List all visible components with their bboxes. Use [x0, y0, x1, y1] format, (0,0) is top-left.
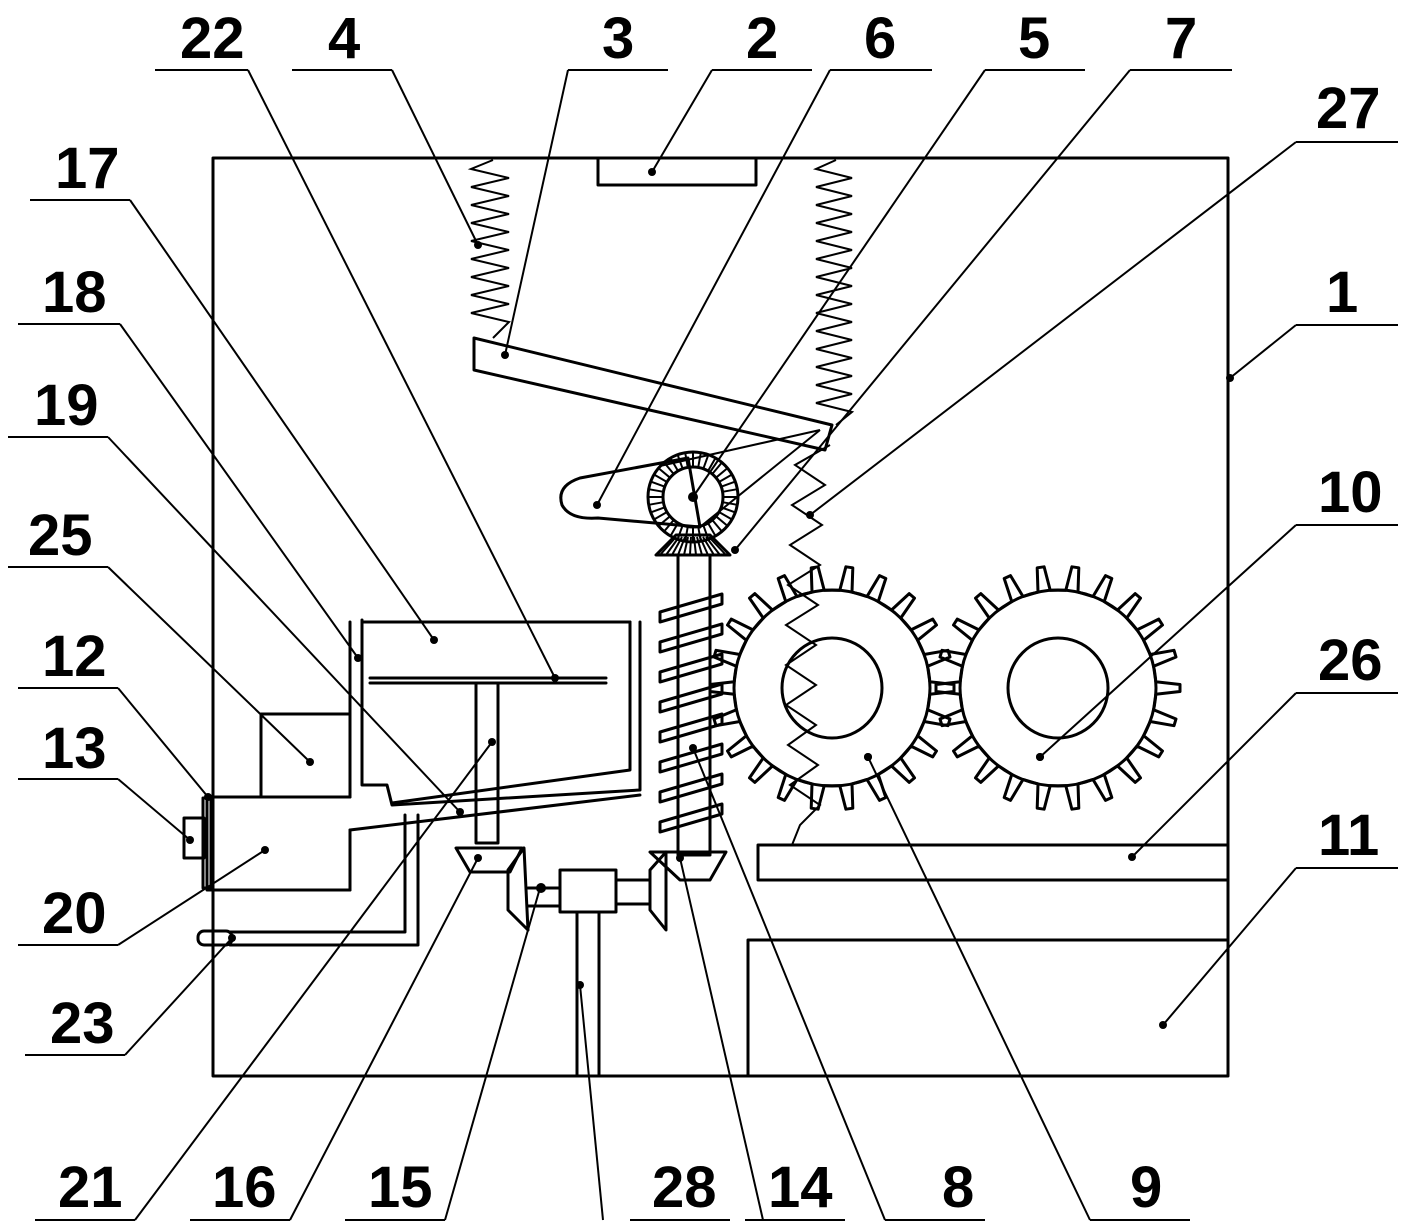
leader-dots: [186, 168, 1234, 1029]
label-27: 27: [1316, 76, 1381, 141]
label-28: 28: [652, 1155, 717, 1220]
label-3: 3: [602, 6, 634, 71]
drawer-20: [182, 795, 352, 892]
label-1: 1: [1326, 260, 1358, 325]
label-15: 15: [368, 1155, 433, 1220]
label-9: 9: [1130, 1155, 1162, 1220]
gear-hub: [1006, 636, 1110, 740]
label-7: 7: [1165, 6, 1197, 71]
collection-box-11: [746, 938, 1230, 1078]
leader-lines: [8, 69, 1398, 1221]
label-19: 19: [34, 373, 99, 438]
handle-13[interactable]: [182, 816, 206, 860]
label-6: 6: [864, 6, 896, 71]
label-21: 21: [58, 1155, 123, 1220]
crushing-gear-9: [708, 565, 956, 811]
bevel-gear-16: [454, 846, 524, 874]
bevel-gears: [454, 846, 728, 1078]
label-22: 22: [180, 6, 245, 71]
cam-assembly: [559, 429, 821, 557]
inlet-part-2: [596, 156, 758, 187]
spring-27: [784, 444, 831, 846]
label-25: 25: [28, 503, 93, 568]
motor-block-28: [558, 868, 618, 914]
label-4: 4: [328, 6, 360, 71]
label-16: 16: [212, 1155, 277, 1220]
gear-teeth: [708, 565, 956, 811]
housing-frame: [211, 156, 1230, 1078]
label-18: 18: [42, 260, 107, 325]
label-20: 20: [42, 881, 107, 946]
label-13: 13: [42, 716, 107, 781]
motor-box-25: [259, 712, 352, 799]
pulley-teeth: [648, 452, 738, 542]
stirring-shaft-21: [474, 681, 500, 845]
label-5: 5: [1018, 6, 1050, 71]
pipe-23: [196, 813, 420, 947]
label-8: 8: [942, 1155, 974, 1220]
gear-hub: [780, 636, 884, 740]
bevel-gear-teeth: [659, 536, 727, 556]
label-17: 17: [55, 136, 120, 201]
gear-teeth: [934, 565, 1182, 811]
label-10: 10: [1318, 460, 1383, 525]
stirring-tank-17: [205, 618, 642, 892]
spring-left-4: [467, 159, 511, 339]
bevel-gear-14: [648, 850, 728, 882]
label-26: 26: [1318, 628, 1383, 693]
label-23: 23: [50, 991, 115, 1056]
inclined-plate-3: [472, 336, 834, 452]
part-labels: 22 4 3 2 6 5 7 27 17 18 19 25 12 13 20 2…: [28, 6, 1383, 1220]
label-2: 2: [746, 6, 778, 71]
screw-shaft-8: [658, 553, 724, 857]
screen-plate-26: [756, 843, 1230, 882]
label-14: 14: [768, 1155, 833, 1220]
bevel-gear-15: [506, 846, 530, 932]
label-11: 11: [1318, 803, 1379, 868]
label-12: 12: [42, 624, 107, 689]
crushing-gear-10: [934, 565, 1182, 811]
